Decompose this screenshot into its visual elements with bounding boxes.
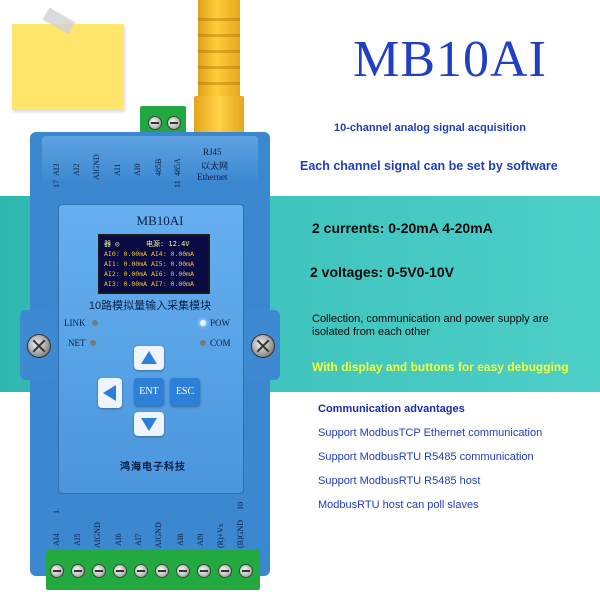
terminal-screw-icon (167, 116, 181, 130)
led-label-net: NET (68, 338, 86, 348)
terminal-number: 17 (52, 180, 61, 188)
lcd-row: AI1: 0.00mA AI5: 0.00mA (104, 260, 195, 268)
terminal-label: AI3 (52, 163, 61, 176)
sticky-note (12, 24, 124, 110)
terminal-number: 1 (52, 510, 61, 514)
left-button[interactable] (98, 378, 122, 408)
terminal-screw-icon (176, 564, 190, 578)
terminal-screw-icon (155, 564, 169, 578)
terminal-screw-icon (218, 564, 232, 578)
advantage-item: ModbusRTU host can poll slaves (318, 499, 479, 511)
terminal-label: (B)GND (236, 520, 245, 548)
terminal-label: AI2 (72, 163, 81, 176)
led-label-pow: POW (210, 318, 230, 328)
terminal-screw-icon (50, 564, 64, 578)
led-net-icon (90, 340, 96, 346)
terminal-label: AIGND (92, 154, 101, 180)
esc-button[interactable]: ESC (170, 378, 200, 406)
lcd-header: 器 ◎ (104, 240, 120, 248)
cable-ridge (198, 34, 240, 37)
lcd-row: AI2: 0.00mA AI6: 0.00mA (104, 270, 195, 278)
advantage-item: Support ModbusRTU R5485 communication (318, 451, 534, 463)
brand-name: 鸿海电子科技 (120, 462, 186, 473)
terminal-screw-icon (197, 564, 211, 578)
cable-ridge (198, 50, 240, 53)
terminal-label: 485B (154, 158, 163, 176)
lcd-row: AI0: 0.00mA AI4: 0.00mA (104, 250, 195, 258)
led-label-link: LINK (64, 318, 86, 328)
screw-icon (27, 334, 51, 358)
cable-ridge (198, 66, 240, 69)
terminal-label: AI6 (114, 533, 123, 546)
terminal-screw-icon (148, 116, 162, 130)
arrow-left-icon (103, 385, 116, 401)
arrow-down-icon (141, 418, 157, 431)
terminal-screw-icon (239, 564, 253, 578)
terminal-label: AI7 (134, 533, 143, 546)
down-button[interactable] (134, 412, 164, 436)
rj45-label-cn: 以太网 (201, 161, 229, 171)
terminal-screw-icon (113, 564, 127, 578)
terminal-number: 10 (236, 502, 245, 510)
feature-channels: 10-channel analog signal acquisition (334, 122, 526, 134)
panel-model-name: MB10AI (136, 213, 184, 228)
terminal-label: AIGND (93, 522, 102, 548)
feature-display: With display and buttons for easy debugg… (312, 360, 569, 374)
terminal-label: AI0 (133, 163, 142, 176)
advantage-item: Support ModbusRTU R5485 host (318, 475, 481, 487)
rj45-label-en: Ethernet (197, 172, 228, 182)
lcd-row: AI3: 0.00mA AI7: 0.00mA (104, 280, 195, 288)
terminal-label: AI4 (52, 533, 61, 546)
advantages-title: Communication advantages (318, 403, 465, 415)
advantage-item: Support ModbusTCP Ethernet communication (318, 427, 543, 439)
led-com-icon (200, 340, 206, 346)
terminal-label: 485A (173, 158, 182, 176)
product-model-title: MB10AI (353, 31, 547, 88)
cable-ridge (198, 82, 240, 85)
terminal-label: AI5 (73, 533, 82, 546)
terminal-label: AI1 (113, 163, 122, 176)
led-label-com: COM (210, 338, 231, 348)
lcd-power: 电源: 12.4V (146, 240, 190, 248)
terminal-number: 11 (173, 180, 182, 188)
arrow-up-icon (141, 351, 157, 364)
terminal-label: AI9 (196, 533, 205, 546)
feature-software: Each channel signal can be set by softwa… (300, 159, 558, 173)
terminal-screw-icon (71, 564, 85, 578)
rj45-label: RJ45 (203, 147, 222, 157)
terminal-screw-icon (92, 564, 106, 578)
led-pow-icon (200, 320, 206, 326)
rj45-plug (194, 96, 244, 136)
panel-cn-title: 10路模拟量输入采集模块 (88, 300, 212, 312)
terminal-label: AI8 (176, 533, 185, 546)
led-link-icon (92, 320, 98, 326)
feature-voltages: 2 voltages: 0-5V0-10V (310, 264, 454, 280)
feature-currents: 2 currents: 0-20mA 4-20mA (312, 220, 493, 236)
terminal-label: (R)+Vs (216, 523, 225, 548)
cable-ridge (198, 18, 240, 21)
terminal-screw-icon (134, 564, 148, 578)
screw-icon (251, 334, 275, 358)
up-button[interactable] (134, 346, 164, 370)
ent-button[interactable]: ENT (134, 378, 164, 406)
device-top-step (42, 136, 258, 186)
terminal-label: AIGND (154, 522, 163, 548)
lcd-display: 器 ◎ 电源: 12.4V AI0: 0.00mA AI4: 0.00mA AI… (98, 234, 210, 294)
feature-isolation: Collection, communication and power supp… (312, 313, 549, 338)
